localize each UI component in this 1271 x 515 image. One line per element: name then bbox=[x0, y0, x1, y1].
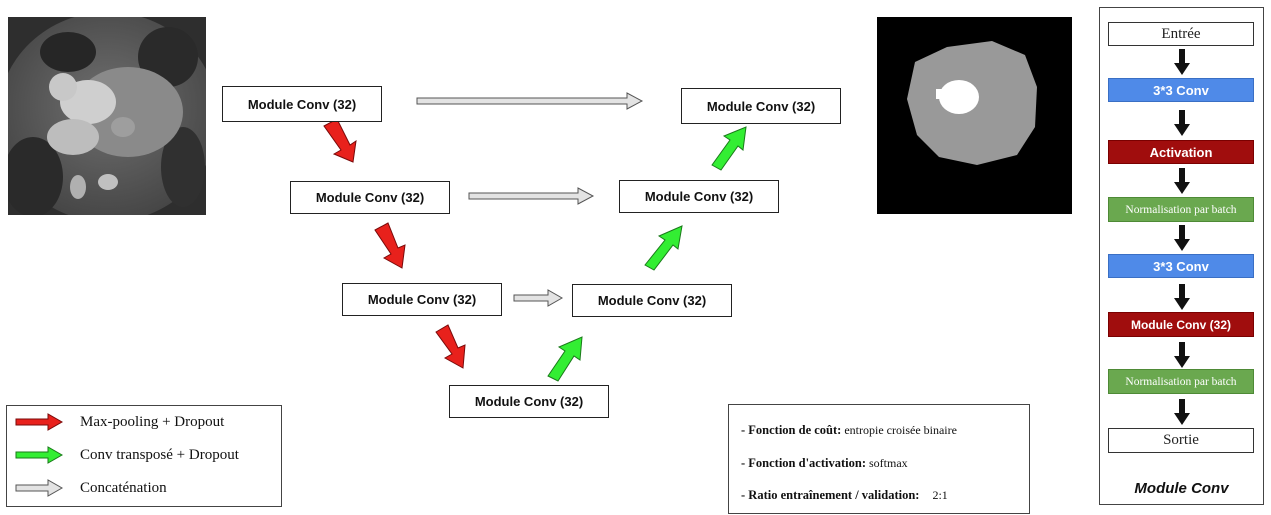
legend-item-convtranspose: Conv transposé + Dropout bbox=[14, 445, 239, 465]
legend-item-concat: Concaténation bbox=[14, 478, 167, 498]
loss-value: entropie croisée binaire bbox=[844, 423, 957, 437]
down-arrow-2 bbox=[374, 222, 406, 269]
loss-function-line: - Fonction de coût: entropie croisée bin… bbox=[741, 423, 957, 438]
legend-label: Concaténation bbox=[80, 479, 167, 496]
down-arrow-icon bbox=[1174, 49, 1190, 75]
input-ct-image bbox=[0, 12, 218, 222]
decoder-module-level3: Module Conv (32) bbox=[572, 284, 732, 317]
module-conv-title: Module Conv bbox=[1134, 480, 1229, 497]
up-arrow-3 bbox=[711, 126, 747, 171]
step-activation: Activation bbox=[1108, 140, 1254, 164]
legend-label: Max-pooling + Dropout bbox=[80, 413, 225, 430]
down-arrow-1 bbox=[323, 118, 357, 163]
encoder-module-level1: Module Conv (32) bbox=[222, 86, 382, 122]
step-module-conv: Module Conv (32) bbox=[1108, 312, 1254, 337]
concat-arrow-3 bbox=[513, 289, 564, 307]
step-conv3x3-2: 3*3 Conv bbox=[1108, 254, 1254, 278]
down-arrow-icon bbox=[1174, 342, 1190, 368]
up-arrow-1 bbox=[547, 336, 583, 382]
step-output: Sortie bbox=[1108, 428, 1254, 453]
up-arrow-2 bbox=[644, 225, 683, 271]
down-arrow-icon bbox=[1174, 284, 1190, 310]
legend-item-maxpool: Max-pooling + Dropout bbox=[14, 412, 224, 432]
down-arrow-icon bbox=[1174, 110, 1190, 136]
step-conv3x3-1: 3*3 Conv bbox=[1108, 78, 1254, 102]
green-arrow-icon bbox=[15, 446, 64, 464]
decoder-module-level1: Module Conv (32) bbox=[681, 88, 841, 124]
step-batchnorm-2: Normalisation par batch bbox=[1108, 369, 1254, 394]
down-arrow-3 bbox=[435, 324, 466, 369]
loss-label: - Fonction de coût: bbox=[741, 423, 842, 437]
activation-function-line: - Fonction d'activation: softmax bbox=[741, 456, 908, 471]
activation-value: softmax bbox=[869, 456, 908, 470]
down-arrow-icon bbox=[1174, 225, 1190, 251]
red-arrow-icon bbox=[15, 413, 64, 431]
gray-arrow-icon bbox=[15, 479, 64, 497]
down-arrow-icon bbox=[1174, 399, 1190, 425]
output-segmentation-mask bbox=[877, 17, 1072, 214]
encoder-module-level3: Module Conv (32) bbox=[342, 283, 502, 316]
train-val-ratio-line: - Ratio entraînement / validation: 2:1 bbox=[741, 488, 948, 503]
concat-arrow-1 bbox=[416, 92, 644, 110]
activation-label: - Fonction d'activation: bbox=[741, 456, 866, 470]
decoder-module-level2: Module Conv (32) bbox=[619, 180, 779, 213]
bottleneck-module: Module Conv (32) bbox=[449, 385, 609, 418]
down-arrow-icon bbox=[1174, 168, 1190, 194]
concat-arrow-2 bbox=[468, 187, 595, 205]
encoder-module-level2: Module Conv (32) bbox=[290, 181, 450, 214]
step-input: Entrée bbox=[1108, 22, 1254, 46]
step-batchnorm-1: Normalisation par batch bbox=[1108, 197, 1254, 222]
legend-label: Conv transposé + Dropout bbox=[80, 446, 239, 463]
ratio-label: - Ratio entraînement / validation: bbox=[741, 488, 920, 502]
ratio-value: 2:1 bbox=[932, 488, 948, 502]
training-parameters-box: - Fonction de coût: entropie croisée bin… bbox=[728, 404, 1030, 514]
